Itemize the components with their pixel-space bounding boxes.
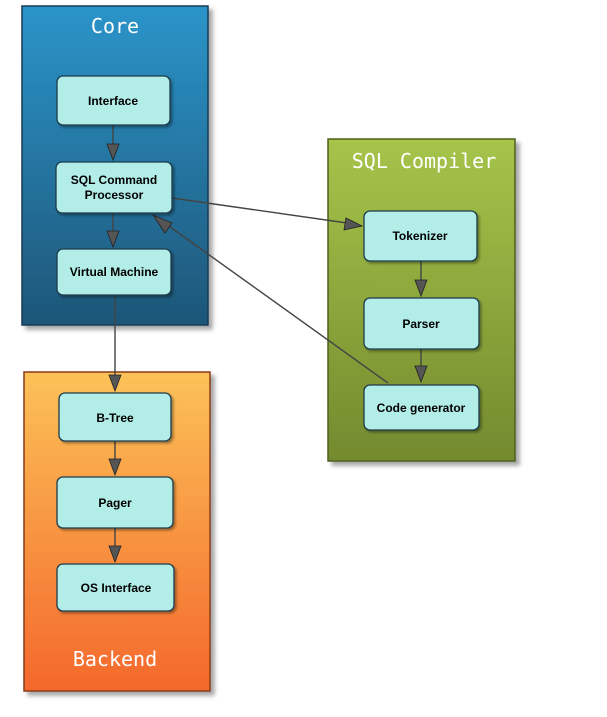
edge-tokenizer-to-parser [414,261,428,298]
node-pager-label: Pager [98,496,132,510]
node-interface[interactable]: Interface [56,75,171,126]
node-sql-command-processor[interactable]: SQL Command Processor [55,161,173,214]
node-box [56,248,172,296]
edge-virtual-machine-to-btree [108,295,122,393]
arrowhead [151,214,173,234]
node-box [58,392,172,442]
arrowhead [108,374,122,393]
edge-code-generator-to-sql-command-processor [151,214,389,384]
arrowhead [108,458,122,477]
node-code-generator-label: Code generator [377,401,466,415]
node-sql-command-processor-label-line2: Processor [85,188,144,202]
node-parser-label: Parser [402,317,440,331]
node-pager[interactable]: Pager [56,476,174,529]
node-box [363,384,480,431]
arrowhead [414,279,428,298]
node-os-interface[interactable]: OS Interface [56,563,175,612]
edge-sql-command-processor-to-tokenizer [171,197,364,231]
node-btree-label: B-Tree [96,411,134,425]
edge-sql-command-processor-to-virtual-machine [106,213,120,249]
node-box [56,75,171,126]
arrowhead [108,545,122,564]
edge-btree-to-pager [108,441,122,477]
node-box [363,297,480,350]
node-box [56,476,174,529]
arrowhead [414,365,428,384]
node-btree[interactable]: B-Tree [58,392,172,442]
node-tokenizer-label: Tokenizer [392,229,447,243]
node-parser[interactable]: Parser [363,297,480,350]
edge-pager-to-os-interface [108,528,122,564]
edge-parser-to-code-generator [414,349,428,384]
node-box [55,161,173,214]
node-tokenizer[interactable]: Tokenizer [363,210,478,262]
cluster-core-title: Core [91,14,139,38]
node-sql-command-processor-label-line1: SQL Command [71,173,157,187]
node-box [56,563,175,612]
node-virtual-machine-label: Virtual Machine [70,265,159,279]
node-code-generator[interactable]: Code generator [363,384,480,431]
node-interface-label: Interface [88,94,138,108]
node-virtual-machine[interactable]: Virtual Machine [56,248,172,296]
arrowhead [343,217,364,231]
node-box [363,210,478,262]
edge-interface-to-sql-command-processor [106,125,120,162]
cluster-sql-compiler-title: SQL Compiler [352,149,497,173]
cluster-backend-title: Backend [73,647,157,671]
node-os-interface-label: OS Interface [81,581,152,595]
edges [106,125,428,564]
arrowhead [106,143,120,162]
arrowhead [106,230,120,249]
